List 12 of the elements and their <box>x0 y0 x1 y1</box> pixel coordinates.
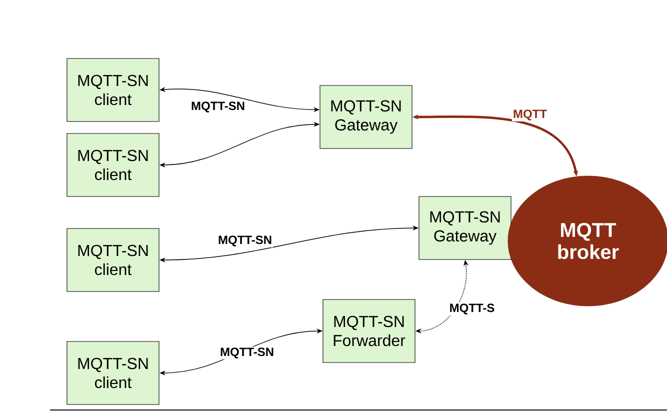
edge-label: MQTT-SN <box>219 346 275 360</box>
process-box: MQTT-SN client <box>66 133 160 197</box>
process-box: MQTT-SN client <box>66 228 160 292</box>
edge-label: MQTT-SN <box>190 100 246 114</box>
process-box: MQTT-SN client <box>66 341 160 405</box>
edge-label: MQTT-S <box>448 302 496 316</box>
edge-label: MQTT <box>512 108 548 122</box>
process-box: MQTT-SN Gateway <box>418 196 512 260</box>
process-box: MQTT-SN Gateway <box>320 85 412 149</box>
process-box: MQTT-SN client <box>66 58 160 122</box>
edge-label: MQTT-SN <box>217 234 273 248</box>
process-box: MQTT-SN Forwarder <box>322 299 416 363</box>
